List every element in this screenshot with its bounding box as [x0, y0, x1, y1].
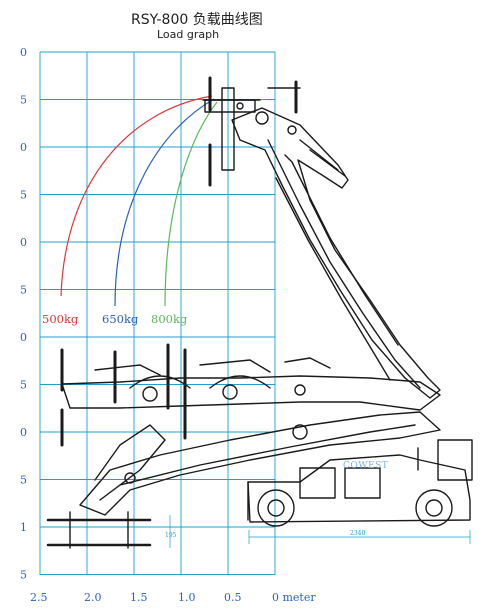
- vehicle-body: [247, 454, 471, 523]
- load-curve-650kg: [114, 98, 215, 307]
- y-tick-label: 0: [20, 46, 27, 59]
- x-tick-label: 2.5: [30, 591, 48, 604]
- load-curve-800kg: [164, 101, 218, 307]
- y-tick-label: 5: [20, 379, 27, 392]
- brand-text: COWEST: [343, 461, 388, 471]
- vehicle-panel: [344, 467, 381, 499]
- y-tick-label: 5: [20, 94, 27, 107]
- lowered-boom-joint: [124, 472, 136, 484]
- chart-title: RSY-800 负载曲线图: [131, 12, 263, 28]
- grid: [39, 51, 276, 575]
- vehicle-rear-hub: [425, 499, 443, 517]
- x-tick-label: 0 meter: [272, 591, 316, 604]
- raised-boom-pivot: [255, 111, 269, 125]
- curve-label-650kg: 650kg: [102, 312, 139, 326]
- lowered-boom: [79, 411, 441, 516]
- chart-subtitle: Load graph: [157, 28, 219, 41]
- horizontal-joint-1: [142, 386, 158, 402]
- y-axis-ticks: 0 5 0 5 0 5 0 5 0 5 1 5: [20, 46, 27, 582]
- horizontal-boom: [61, 375, 441, 411]
- raised-boom-outer: [231, 107, 441, 399]
- x-tick-label: 2.0: [84, 591, 102, 604]
- vehicle-counterweight: [437, 439, 473, 481]
- raised-boom-brace-2: [309, 149, 346, 177]
- raised-head-joint: [236, 102, 244, 110]
- curve-label-800kg: 800kg: [151, 312, 188, 326]
- wheelbase-label: 2340: [350, 530, 365, 537]
- y-tick-label: 0: [20, 141, 27, 154]
- x-tick-label: 0.5: [224, 591, 242, 604]
- dimension-lines: [169, 515, 471, 548]
- vehicle-grille: [299, 467, 336, 499]
- vehicle-front-wheel: [257, 489, 295, 527]
- raised-boom-inner: [267, 139, 421, 389]
- horizontal-joint-2: [222, 384, 238, 400]
- raised-boom-joint: [287, 125, 297, 135]
- load-curve-500kg: [60, 95, 213, 297]
- y-tick-label: 0: [20, 331, 27, 344]
- vehicle-rear-wheel: [415, 489, 453, 527]
- x-tick-label: 1.0: [178, 591, 196, 604]
- robot-line-drawing: [46, 76, 473, 549]
- curve-label-500kg: 500kg: [42, 312, 79, 326]
- y-tick-label: 5: [20, 474, 27, 487]
- y-tick-label: 0: [20, 426, 27, 439]
- horizontal-boom-joints: [94, 357, 331, 376]
- vehicle-front-hub: [267, 499, 285, 517]
- lowered-boom-pivot: [292, 424, 308, 440]
- raised-boom-brace: [299, 139, 339, 171]
- y-tick-label: 1: [20, 521, 27, 534]
- raised-boom-cylinder-2: [275, 177, 391, 381]
- x-tick-label: 1.5: [130, 591, 148, 604]
- horizontal-joint-3: [294, 384, 306, 396]
- y-tick-label: 0: [20, 236, 27, 249]
- y-tick-label: 5: [20, 284, 27, 297]
- lowered-boom-inner: [119, 424, 416, 486]
- lowered-boom-arm: [94, 424, 166, 501]
- raised-head-mast: [221, 87, 235, 171]
- clearance-label: 195: [165, 532, 177, 539]
- x-axis-ticks: 2.5 2.0 1.5 1.0 0.5 0 meter: [30, 591, 316, 604]
- raised-head-frame: [204, 99, 256, 113]
- y-tick-label: 5: [20, 189, 27, 202]
- raised-boom-cylinder: [284, 154, 399, 346]
- y-tick-label: 5: [20, 569, 27, 582]
